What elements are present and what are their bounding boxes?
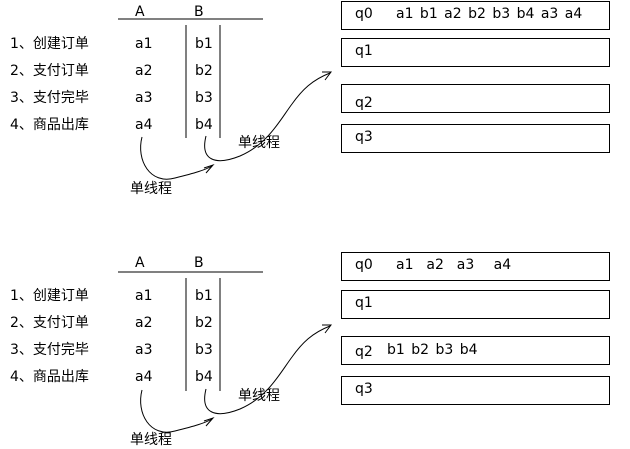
- queue-name: q3: [355, 381, 373, 397]
- cell-a: a1: [135, 36, 153, 52]
- step-label: 3、支付完毕: [10, 90, 89, 106]
- arrow-head: [322, 71, 332, 81]
- column-header-a: A: [135, 255, 145, 271]
- column-header-b: B: [194, 255, 204, 271]
- step-label: 2、支付订单: [10, 63, 89, 79]
- cell-a: a4: [135, 117, 153, 133]
- thread-arrow: [204, 72, 331, 162]
- step-label: 4、商品出库: [10, 369, 89, 385]
- step-label: 2、支付订单: [10, 315, 89, 331]
- cell-b: b4: [195, 369, 213, 385]
- queue-name: q0: [355, 6, 373, 22]
- thread-label: 单线程: [130, 432, 172, 448]
- cell-b: b2: [195, 63, 213, 79]
- thread-arrow: [140, 389, 213, 433]
- thread-label: 单线程: [238, 388, 280, 404]
- queue-box: q0 a1 b1 a2 b2 b3 b4 a3 a4: [341, 1, 610, 30]
- arrow-head: [203, 416, 215, 427]
- queue-name: q1: [355, 43, 373, 59]
- column-header-b: B: [194, 4, 204, 20]
- thread-arrow: [204, 325, 331, 415]
- queue-name: q3: [355, 129, 373, 145]
- queue-box: q3: [341, 376, 610, 405]
- cell-a: a3: [135, 342, 153, 358]
- cell-a: a2: [135, 315, 153, 331]
- arrow-head: [322, 324, 332, 334]
- queue-items: a1 a2 a3 a4: [396, 257, 512, 273]
- queue-box: q3: [341, 124, 610, 153]
- queue-name: q1: [355, 295, 373, 311]
- queue-box: q2: [341, 84, 610, 113]
- step-label: 3、支付完毕: [10, 342, 89, 358]
- arrow-head: [203, 163, 215, 174]
- step-label: 1、创建订单: [10, 288, 89, 304]
- step-label: 4、商品出库: [10, 117, 89, 133]
- thread-label: 单线程: [130, 181, 172, 197]
- cell-b: b4: [195, 117, 213, 133]
- queue-name: q2: [355, 95, 373, 111]
- cell-a: a3: [135, 90, 153, 106]
- cell-b: b3: [195, 90, 213, 106]
- queue-items: a1 b1 a2 b2 b3 b4 a3 a4: [396, 6, 583, 22]
- thread-arrow: [140, 136, 213, 180]
- queue-box: q2 b1 b2 b3 b4: [341, 336, 610, 365]
- queue-name: q0: [355, 257, 373, 273]
- step-label: 1、创建订单: [10, 36, 89, 52]
- cell-b: b2: [195, 315, 213, 331]
- cell-b: b1: [195, 288, 213, 304]
- cell-b: b1: [195, 36, 213, 52]
- queue-name: q2: [355, 344, 373, 360]
- cell-a: a4: [135, 369, 153, 385]
- queue-items: b1 b2 b3 b4: [387, 342, 478, 358]
- cell-a: a1: [135, 288, 153, 304]
- thread-label: 单线程: [238, 135, 280, 151]
- queue-box: q0 a1 a2 a3 a4: [341, 252, 610, 281]
- queue-box: q1: [341, 38, 610, 67]
- cell-a: a2: [135, 63, 153, 79]
- cell-b: b3: [195, 342, 213, 358]
- queue-box: q1: [341, 290, 610, 319]
- column-header-a: A: [135, 4, 145, 20]
